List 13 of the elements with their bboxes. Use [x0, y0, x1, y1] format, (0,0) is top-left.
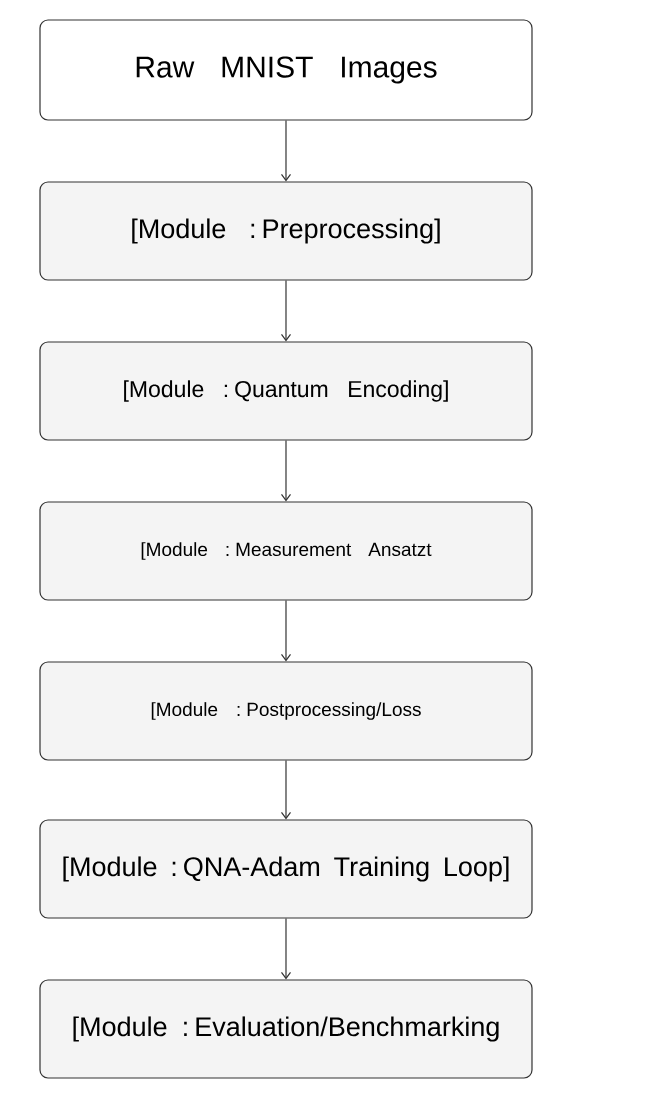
arrow: [280, 440, 292, 502]
process-box: [Module : QNA-Adam Training Loop]: [39, 819, 533, 919]
process-box: [Module : Evaluation/Benchmarking: [39, 979, 533, 1079]
process-box: [Module : Quantum Encoding]: [39, 341, 533, 441]
arrow: [280, 918, 292, 980]
process-box: [Module : Postprocessing/Loss: [39, 661, 533, 761]
arrow: [280, 120, 292, 182]
process-box: Raw MNIST Images: [39, 19, 533, 121]
arrow: [280, 280, 292, 342]
arrow: [280, 600, 292, 662]
arrow: [280, 760, 292, 820]
process-box: [Module : Preprocessing]: [39, 181, 533, 281]
process-box: [Module : Measurement Ansatzt: [39, 501, 533, 601]
